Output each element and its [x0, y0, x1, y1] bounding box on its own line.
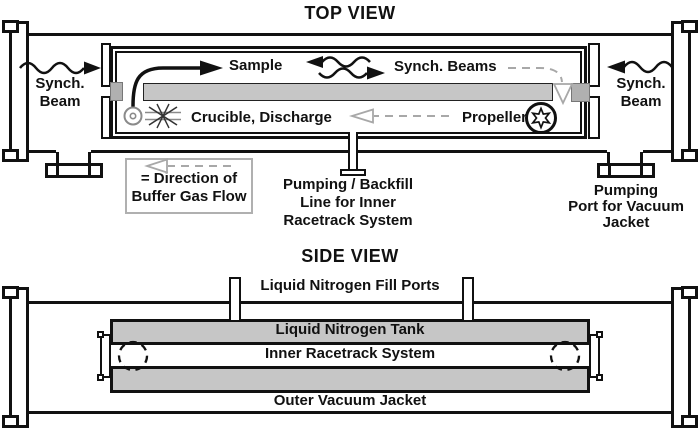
- top-outer-wall-bottom-seg2: [91, 150, 348, 153]
- racetrack-left-bracket-tab-top: [97, 331, 104, 338]
- inner-racetrack-band: [110, 342, 590, 369]
- crucible-discharge-label: Crucible, Discharge: [191, 109, 332, 126]
- fill-port-pipe-left: [229, 277, 241, 322]
- racetrack-right-bracket-tab-top: [596, 331, 603, 338]
- side-left-flange-bar: [9, 287, 29, 428]
- side-view-title: SIDE VIEW: [301, 246, 399, 266]
- racetrack-left-bracket: [100, 334, 111, 378]
- left-port-flange-divider-1: [56, 166, 59, 175]
- inner-box-left-bar-lower: [101, 96, 111, 139]
- tank-label: Liquid Nitrogen Tank: [275, 321, 425, 338]
- synch-beam-right-label-2: Beam: [620, 93, 662, 110]
- right-port-stub-2: [640, 152, 643, 165]
- inner-box-right-bar-lower: [588, 96, 600, 139]
- side-left-flange-cap-top: [2, 286, 19, 299]
- jacket-label: Outer Vacuum Jacket: [273, 392, 427, 409]
- racetrack-label: Inner Racetrack System: [264, 345, 436, 362]
- pump-port-label-1: Pumping: [593, 182, 659, 199]
- pump-port-label-3: Jacket: [602, 214, 650, 231]
- racetrack-right-bracket-tab-bottom: [596, 374, 603, 381]
- top-left-flange-cap-bottom: [2, 149, 19, 162]
- left-port-stub-2: [88, 152, 91, 165]
- left-port-flange-divider-2: [88, 166, 91, 175]
- backfill-pipe: [348, 132, 358, 170]
- fill-port-pipe-right: [462, 277, 474, 322]
- right-port-stub-1: [607, 152, 610, 165]
- side-left-flange-cap-bottom: [2, 415, 19, 428]
- side-outer-wall-bottom: [29, 411, 671, 414]
- sample-label: Sample: [229, 57, 283, 74]
- left-port-stub-1: [56, 152, 59, 165]
- side-right-flange-cap-bottom: [681, 415, 698, 428]
- top-outer-wall-bottom-seg4: [643, 150, 671, 153]
- left-beam-window: [110, 82, 123, 101]
- left-port-flange: [45, 163, 103, 178]
- synch-beam-right-label-1: Synch.: [616, 75, 666, 92]
- top-outer-wall-bottom-seg1: [29, 150, 56, 153]
- top-left-flange-cap-top: [2, 20, 19, 33]
- right-port-flange: [597, 163, 655, 178]
- backfill-label-2: Line for Inner: [300, 194, 396, 211]
- synch-beam-left-label-2: Beam: [39, 93, 81, 110]
- racetrack-left-bracket-tab-bottom: [97, 374, 104, 381]
- top-left-flange-bar: [9, 21, 29, 162]
- top-right-flange-cap-bottom: [681, 149, 698, 162]
- propeller-label: Propeller: [461, 109, 527, 126]
- synch-beam-right-wavy-arrow-icon: [607, 60, 673, 74]
- fill-ports-label: Liquid Nitrogen Fill Ports: [260, 277, 440, 294]
- backfill-label-3: Racetrack System: [283, 212, 413, 229]
- synch-beams-label: Synch. Beams: [394, 58, 497, 75]
- synch-beam-left-label-1: Synch.: [35, 75, 85, 92]
- top-outer-wall-top: [29, 33, 671, 36]
- backfill-pipe-flange: [340, 169, 366, 176]
- top-outer-wall-bottom-seg3: [358, 150, 607, 153]
- top-right-flange-cap-top: [681, 20, 698, 33]
- side-outer-wall-top: [29, 301, 671, 304]
- right-port-flange-divider-2: [640, 166, 643, 175]
- pump-port-label-2: Port for Vacuum: [568, 198, 684, 215]
- racetrack-right-bracket: [589, 334, 600, 378]
- synch-beam-left-wavy-arrow-icon: [19, 61, 101, 75]
- side-right-flange-bar: [671, 287, 691, 428]
- legend-label-2: Buffer Gas Flow: [131, 188, 247, 205]
- sample-plate: [143, 83, 553, 101]
- backfill-label-1: Pumping / Backfill: [282, 176, 414, 193]
- side-right-flange-cap-top: [681, 286, 698, 299]
- inner-box-left-bar-upper: [101, 43, 111, 87]
- inner-box-right-bar-upper: [588, 43, 600, 87]
- right-beam-window: [571, 83, 590, 102]
- legend-label-1: = Direction of: [140, 170, 238, 187]
- top-view-title: TOP VIEW: [304, 3, 396, 23]
- right-port-flange-divider-1: [608, 166, 611, 175]
